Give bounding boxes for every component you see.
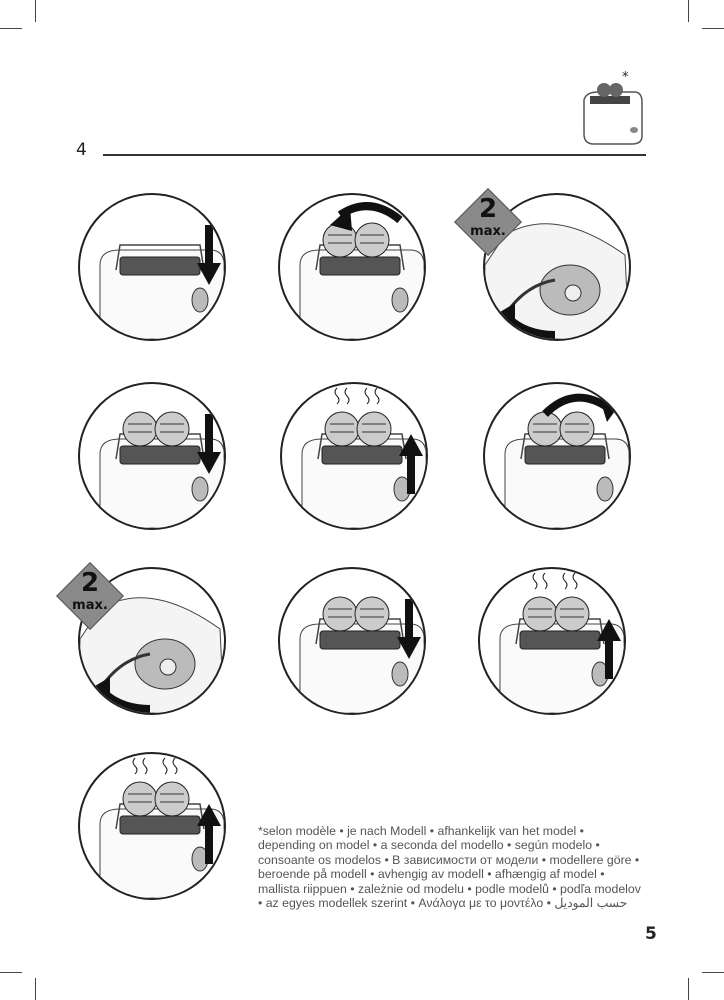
turn-buns-icon (504, 393, 629, 528)
max-badge: 2 max. (56, 562, 124, 630)
fold-rack-step (78, 752, 226, 900)
set-browning-dial-icon (485, 223, 629, 339)
crop-mark (702, 972, 724, 973)
crop-mark (0, 28, 22, 29)
badge-label: max. (72, 598, 108, 613)
crop-mark (688, 0, 689, 22)
lever-up-hot-icon (301, 387, 426, 528)
fold-rack-icon (99, 757, 224, 898)
crop-mark (702, 28, 724, 29)
lever-down-icon (299, 596, 424, 713)
asterisk: * (622, 70, 629, 85)
left-page-number: 4 (76, 140, 87, 160)
badge-number: 2 (80, 568, 100, 598)
set-browning-dial-icon (80, 597, 224, 713)
lever-down-icon (99, 411, 224, 528)
badge-number: 2 (478, 194, 498, 224)
toaster-thumbnail-icon (578, 78, 648, 148)
lever-down-step (78, 382, 226, 530)
lever-up-hot-icon (499, 572, 624, 713)
crop-mark (688, 978, 689, 1000)
max-badge: 2 max. (454, 188, 522, 256)
lever-up-hot-step (478, 567, 626, 715)
right-page-number: 5 (645, 924, 657, 944)
crop-mark (0, 972, 22, 973)
press-lever-down-icon (99, 225, 224, 339)
model-footnote: *selon modèle • je nach Modell • afhanke… (258, 824, 641, 911)
lever-up-hot-step (280, 382, 428, 530)
turn-buns-step (483, 382, 631, 530)
lever-down-step (278, 567, 426, 715)
insert-buns-icon (299, 202, 424, 339)
insert-buns-step (278, 193, 426, 341)
header-rule (103, 154, 646, 156)
crop-mark (35, 0, 36, 22)
crop-mark (35, 978, 36, 1000)
press-lever-down-step (78, 193, 226, 341)
badge-label: max. (470, 224, 506, 239)
